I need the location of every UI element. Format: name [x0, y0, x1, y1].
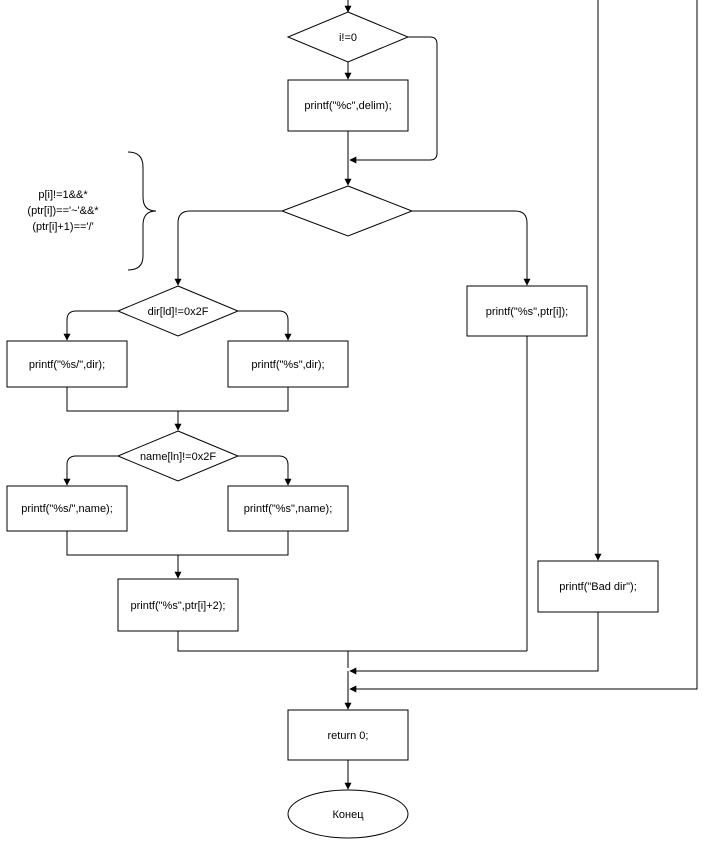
connector-main-right	[412, 210, 531, 286]
condition-i-not-zero: i!=0	[286, 11, 410, 63]
condition-i-label: i!=0	[339, 32, 357, 44]
comment-brace	[127, 151, 157, 271]
process-print-delim: printf("%c",delim);	[287, 79, 409, 132]
condition-main-shape	[280, 185, 414, 237]
condition-name-label: name[ln]!=0x2F	[140, 451, 216, 463]
condition-dir-label: dir[ld]!=0x2F	[148, 306, 209, 318]
process-print-dir-slash: printf("%s/",dir);	[6, 340, 128, 388]
condition-dir: dir[ld]!=0x2F	[116, 285, 240, 337]
terminator-end-shape	[287, 789, 409, 839]
process-return-box	[287, 709, 409, 761]
condition-dir-shape	[116, 285, 240, 337]
process-print-dir: printf("%s",dir);	[227, 340, 349, 388]
process-print-dir-label: printf("%s",dir);	[251, 359, 324, 371]
process-print-name-label: printf("%s",name);	[244, 503, 333, 515]
connector-dir-right	[238, 310, 292, 341]
connector-main-left	[174, 210, 282, 286]
connector-dir-merge	[66, 387, 289, 412]
terminator-end-label: Конец	[332, 809, 364, 821]
connector-bad-to-merge	[349, 612, 599, 675]
connectors	[63, 0, 698, 790]
process-return-label: return 0;	[328, 730, 369, 742]
process-print-name-slash: printf("%s/",name);	[6, 485, 128, 532]
process-print-ptr-plus-2: printf("%s",ptr[i]+2);	[117, 578, 239, 632]
comment-line-2: (ptr[i])=='~'&&*	[27, 205, 99, 217]
comment-annotation: p[i]!=1&&* (ptr[i])=='~'&&* (ptr[i]+1)==…	[27, 151, 157, 271]
process-print-ptr-plus-2-label: printf("%s",ptr[i]+2);	[131, 600, 226, 612]
connector-cond-i-no	[349, 36, 438, 164]
connector-far-right	[349, 0, 698, 693]
process-print-name-slash-label: printf("%s/",name);	[21, 503, 113, 515]
connector-name-right	[238, 455, 292, 486]
condition-main	[280, 185, 414, 237]
condition-name-shape	[116, 430, 240, 482]
process-print-dir-slash-box	[6, 340, 128, 388]
process-print-name-box	[227, 485, 349, 532]
condition-name: name[ln]!=0x2F	[116, 430, 240, 482]
process-print-ptr-box	[466, 285, 588, 337]
process-print-dir-box	[227, 340, 349, 388]
process-return: return 0;	[287, 709, 409, 761]
process-print-name: printf("%s",name);	[227, 485, 349, 532]
process-print-bad-dir-label: printf("Bad dir");	[559, 581, 637, 593]
process-print-dir-slash-label: printf("%s/",dir);	[29, 359, 105, 371]
process-print-delim-label: printf("%c",delim);	[304, 100, 391, 112]
process-print-ptr-label: printf("%s",ptr[i]);	[486, 306, 568, 318]
connector-ptr2-merge	[177, 631, 527, 652]
process-print-ptr-plus-2-box	[117, 578, 239, 632]
process-print-bad-dir-box	[537, 560, 659, 613]
condition-i-shape	[286, 11, 410, 63]
process-print-delim-box	[287, 79, 409, 132]
process-print-bad-dir: printf("Bad dir");	[537, 560, 659, 613]
comment-line-1: p[i]!=1&&*	[38, 189, 88, 201]
connector-dir-left	[63, 310, 118, 341]
process-print-ptr: printf("%s",ptr[i]);	[466, 285, 588, 337]
connector-name-left	[63, 455, 118, 486]
connector-name-merge	[66, 531, 289, 556]
terminator-end: Конец	[287, 789, 409, 839]
comment-line-3: (ptr[i]+1)=='/'	[32, 221, 93, 233]
process-print-name-slash-box	[6, 485, 128, 532]
